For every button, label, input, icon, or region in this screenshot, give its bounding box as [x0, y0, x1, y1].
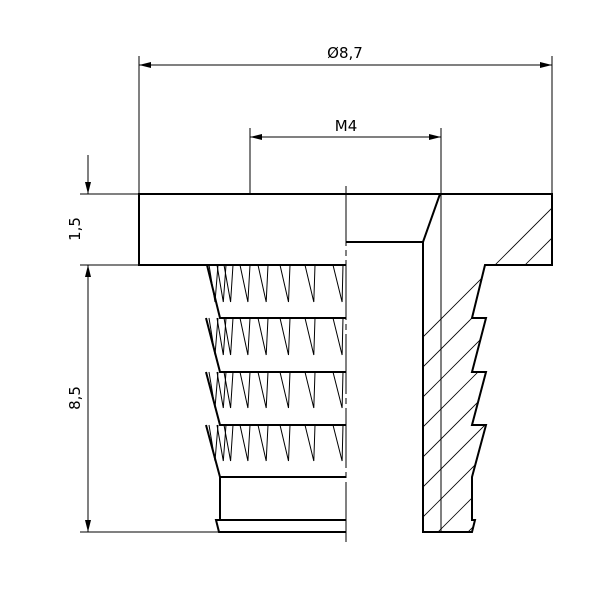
knurl-tooth: [257, 424, 269, 462]
knurl-tooth: [216, 371, 227, 409]
hatch-line: [499, 194, 552, 532]
dimension-body-length-label: 8,5: [66, 386, 84, 410]
knurl-tooth: [216, 264, 227, 303]
hatch-line: [423, 194, 552, 532]
knurl-tooth: [304, 424, 316, 462]
dimension-diameter: Ø8,7: [138, 44, 553, 194]
knurl-tooth: [304, 371, 316, 409]
exterior-view: [138, 193, 346, 533]
hatch-line: [469, 194, 552, 532]
knurl-tooth: [332, 264, 344, 303]
knurl-tooth: [208, 317, 219, 356]
hatch-line: [423, 194, 552, 532]
knurl-tooth: [332, 424, 344, 462]
knurl-tooth: [257, 264, 269, 303]
hatch-line: [423, 194, 552, 532]
dimension-heights: 1,5 8,5: [66, 155, 219, 533]
knurl-tooth: [239, 264, 251, 303]
knurl-tooth: [208, 264, 219, 303]
knurl-tooth: [257, 371, 269, 409]
knurl-tooth: [279, 424, 291, 462]
knurl-tooth: [239, 424, 251, 462]
knurl-tooth: [216, 317, 227, 356]
knurl-tooth: [216, 424, 227, 462]
hatch-line: [423, 194, 552, 532]
knurl-tooth: [304, 317, 316, 356]
hatch-line: [423, 194, 552, 532]
dimension-thread: M4: [249, 117, 442, 194]
knurl-tooth: [279, 264, 291, 303]
knurl-tooth: [257, 317, 269, 356]
hatch-line: [560, 160, 600, 560]
knurl-tooth: [208, 371, 219, 409]
knurl-tooth: [208, 424, 219, 462]
knurl-tooth: [223, 264, 234, 303]
knurl-tooth: [239, 371, 251, 409]
knurl-tooth: [239, 317, 251, 356]
hatch-line: [590, 160, 600, 560]
knurl-tooth: [279, 317, 291, 356]
knurl-tooth: [279, 371, 291, 409]
knurl-tooth: [332, 371, 344, 409]
knurl-tooth: [304, 264, 316, 303]
knurl-tooth: [223, 317, 234, 356]
hatch-line: [439, 194, 552, 532]
dimension-flange-height-label: 1,5: [66, 217, 84, 241]
knurl-tooth: [223, 371, 234, 409]
knurl-tooth: [223, 424, 234, 462]
section-view: [346, 160, 600, 560]
dimension-diameter-label: Ø8,7: [327, 44, 363, 62]
dimension-thread-label: M4: [335, 117, 358, 135]
hatch-line: [423, 194, 552, 532]
knurl-tooth: [332, 317, 344, 356]
